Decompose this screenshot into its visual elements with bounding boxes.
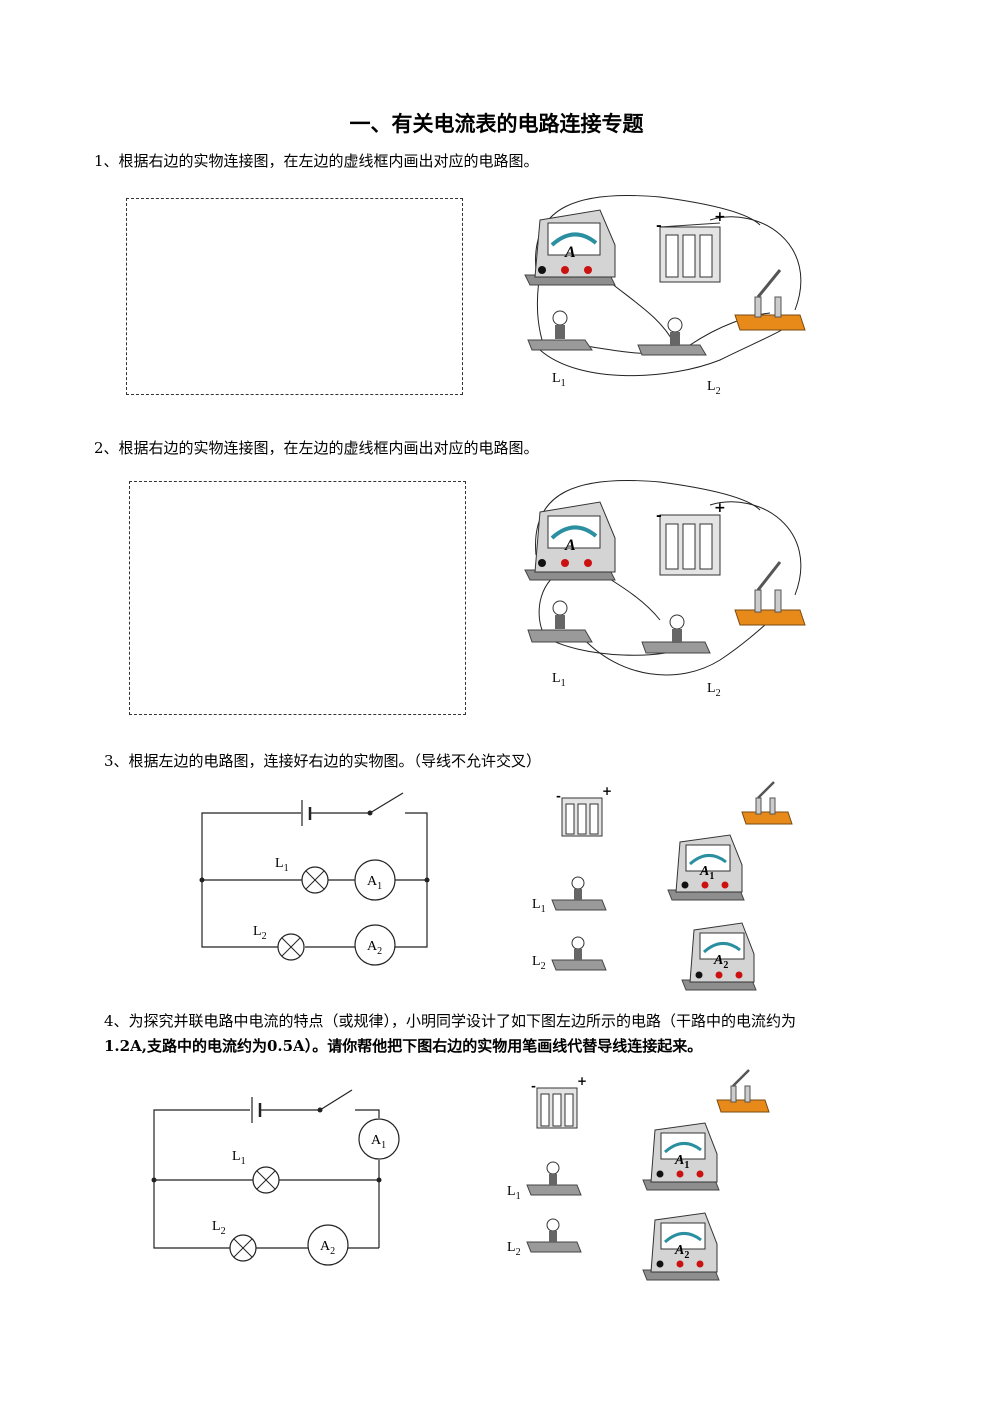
svg-text:A1: A1 — [367, 874, 382, 892]
label-l2: L2 — [532, 954, 546, 972]
ammeter: A — [524, 209, 616, 286]
label-l1: L1 — [552, 371, 566, 389]
page-title: 一、有关电流表的电路连接专题 — [349, 111, 644, 136]
knife-switch — [734, 561, 806, 626]
label-l2: L2 — [707, 379, 721, 397]
circuit-diagram-3: A1 A2 L1 L2 — [199, 792, 430, 966]
question-1-text: 1、根据右边的实物连接图，在左边的虚线框内画出对应的电路图。 — [94, 152, 539, 170]
battery: - + — [656, 500, 726, 576]
lamp-l1 — [527, 310, 593, 351]
knife-switch — [716, 1069, 770, 1113]
lamp-symbol-l2 — [229, 1234, 257, 1262]
lamp-l2 — [551, 936, 607, 971]
svg-text:A1: A1 — [674, 1153, 689, 1171]
lamp-symbol-l1 — [252, 1166, 280, 1194]
components-3: - + A1 A2 L1 L2 — [532, 781, 793, 991]
ammeter-letter: A — [564, 244, 576, 261]
svg-text:A2: A2 — [713, 953, 728, 971]
lamp-symbol-l1 — [301, 866, 329, 894]
label-l2: L2 — [253, 924, 267, 942]
lamp-l2 — [637, 317, 707, 356]
knife-switch — [741, 781, 793, 825]
svg-text:+: + — [577, 1074, 587, 1088]
question-2-text: 2、根据右边的实物连接图，在左边的虚线框内画出对应的电路图。 — [94, 439, 539, 457]
ammeter-symbol-a2: A2 — [307, 1224, 349, 1266]
svg-text:A2: A2 — [320, 1239, 335, 1257]
physical-diagram-2: A - + L1 L2 — [524, 479, 806, 699]
ammeter-symbol-a1: A1 — [358, 1118, 400, 1160]
answer-box-1 — [126, 198, 463, 395]
svg-text:A1: A1 — [371, 1133, 386, 1151]
svg-text:+: + — [602, 784, 612, 798]
svg-text:-: - — [531, 1079, 536, 1093]
ammeter-a2: A2 — [681, 922, 757, 991]
battery: - + — [656, 209, 726, 283]
battery-plus: + — [714, 500, 726, 516]
label-l1: L1 — [275, 856, 289, 874]
lamp-symbol-l2 — [277, 933, 305, 961]
lamp-l1 — [526, 1161, 582, 1196]
components-4: - + A1 A2 L1 L2 — [507, 1069, 770, 1281]
knife-switch — [734, 269, 806, 331]
ammeter-symbol-a1: A1 — [354, 859, 396, 901]
ammeter-a1: A1 — [642, 1122, 720, 1191]
answer-box-2 — [129, 481, 466, 715]
label-l1: L1 — [232, 1149, 246, 1167]
label-l2: L2 — [507, 1240, 521, 1258]
lamp-l2 — [641, 614, 711, 654]
svg-text:A2: A2 — [674, 1243, 689, 1261]
svg-text:A1: A1 — [699, 864, 714, 882]
ammeter-a2: A2 — [642, 1212, 720, 1281]
label-l2: L2 — [707, 681, 721, 699]
lamp-l1 — [527, 600, 593, 643]
label-l1: L1 — [507, 1184, 521, 1202]
physical-diagram-1: A - + L1 L2 — [524, 194, 806, 397]
svg-text:-: - — [556, 789, 561, 803]
question-3-text: 3、根据左边的电路图，连接好右边的实物图。（导线不允许交叉） — [104, 752, 542, 770]
ammeter: A — [524, 501, 616, 581]
ammeter-letter: A — [564, 537, 576, 554]
label-l2: L2 — [212, 1219, 226, 1237]
question-4-line2: 1.2A,支路中的电流约为0.5A）。请你帮他把下图右边的实物用笔画线代替导线连… — [104, 1037, 703, 1055]
label-l1: L1 — [532, 897, 546, 915]
question-4-line1: 4、为探究并联电路中电流的特点（或规律），小明同学设计了如下图左边所示的电路（干… — [104, 1012, 797, 1030]
battery: - + — [556, 784, 612, 837]
lamp-l2 — [526, 1218, 582, 1253]
lamp-l1 — [551, 876, 607, 911]
circuit-diagram-4: A1 A2 L1 L2 — [151, 1089, 400, 1266]
svg-text:A2: A2 — [367, 939, 382, 957]
label-l1: L1 — [552, 671, 566, 689]
battery-minus: - — [656, 218, 662, 234]
battery: - + — [531, 1074, 587, 1129]
ammeter-a1: A1 — [667, 834, 745, 901]
ammeter-symbol-a2: A2 — [354, 924, 396, 966]
battery-plus: + — [714, 209, 726, 225]
battery-minus: - — [656, 508, 662, 524]
